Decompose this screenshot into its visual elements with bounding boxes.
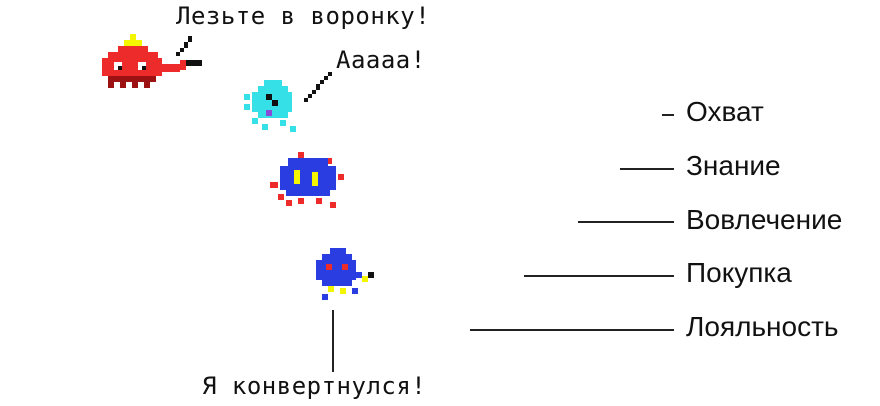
scream-speech: Ааааа! (336, 46, 426, 74)
stage-line-reach (662, 114, 674, 116)
stage-line-awareness (620, 168, 674, 170)
stage-label-reach: Охват (686, 96, 764, 127)
scream-pointer (304, 72, 332, 102)
stage-label-engagement: Вовлечение (686, 204, 843, 235)
stage-line-engagement (578, 221, 674, 223)
blue-converted-invader-icon (316, 248, 374, 300)
red-leader-invader-icon (102, 34, 202, 88)
stage-label-loyalty: Лояльность (686, 311, 839, 342)
stage-line-purchase (524, 275, 674, 277)
stage-label-purchase: Покупка (686, 257, 792, 288)
stage-label-awareness: Знание (686, 150, 781, 181)
leader-speech: Лезьте в воронку! (176, 2, 431, 30)
leader-pointer (176, 36, 192, 56)
blue-red-invader-icon (270, 152, 344, 208)
converted-pointer (332, 310, 334, 372)
cyan-invader-icon (244, 80, 296, 132)
stage-line-loyalty (470, 329, 674, 331)
converted-speech: Я конвертнулся! (202, 372, 427, 400)
